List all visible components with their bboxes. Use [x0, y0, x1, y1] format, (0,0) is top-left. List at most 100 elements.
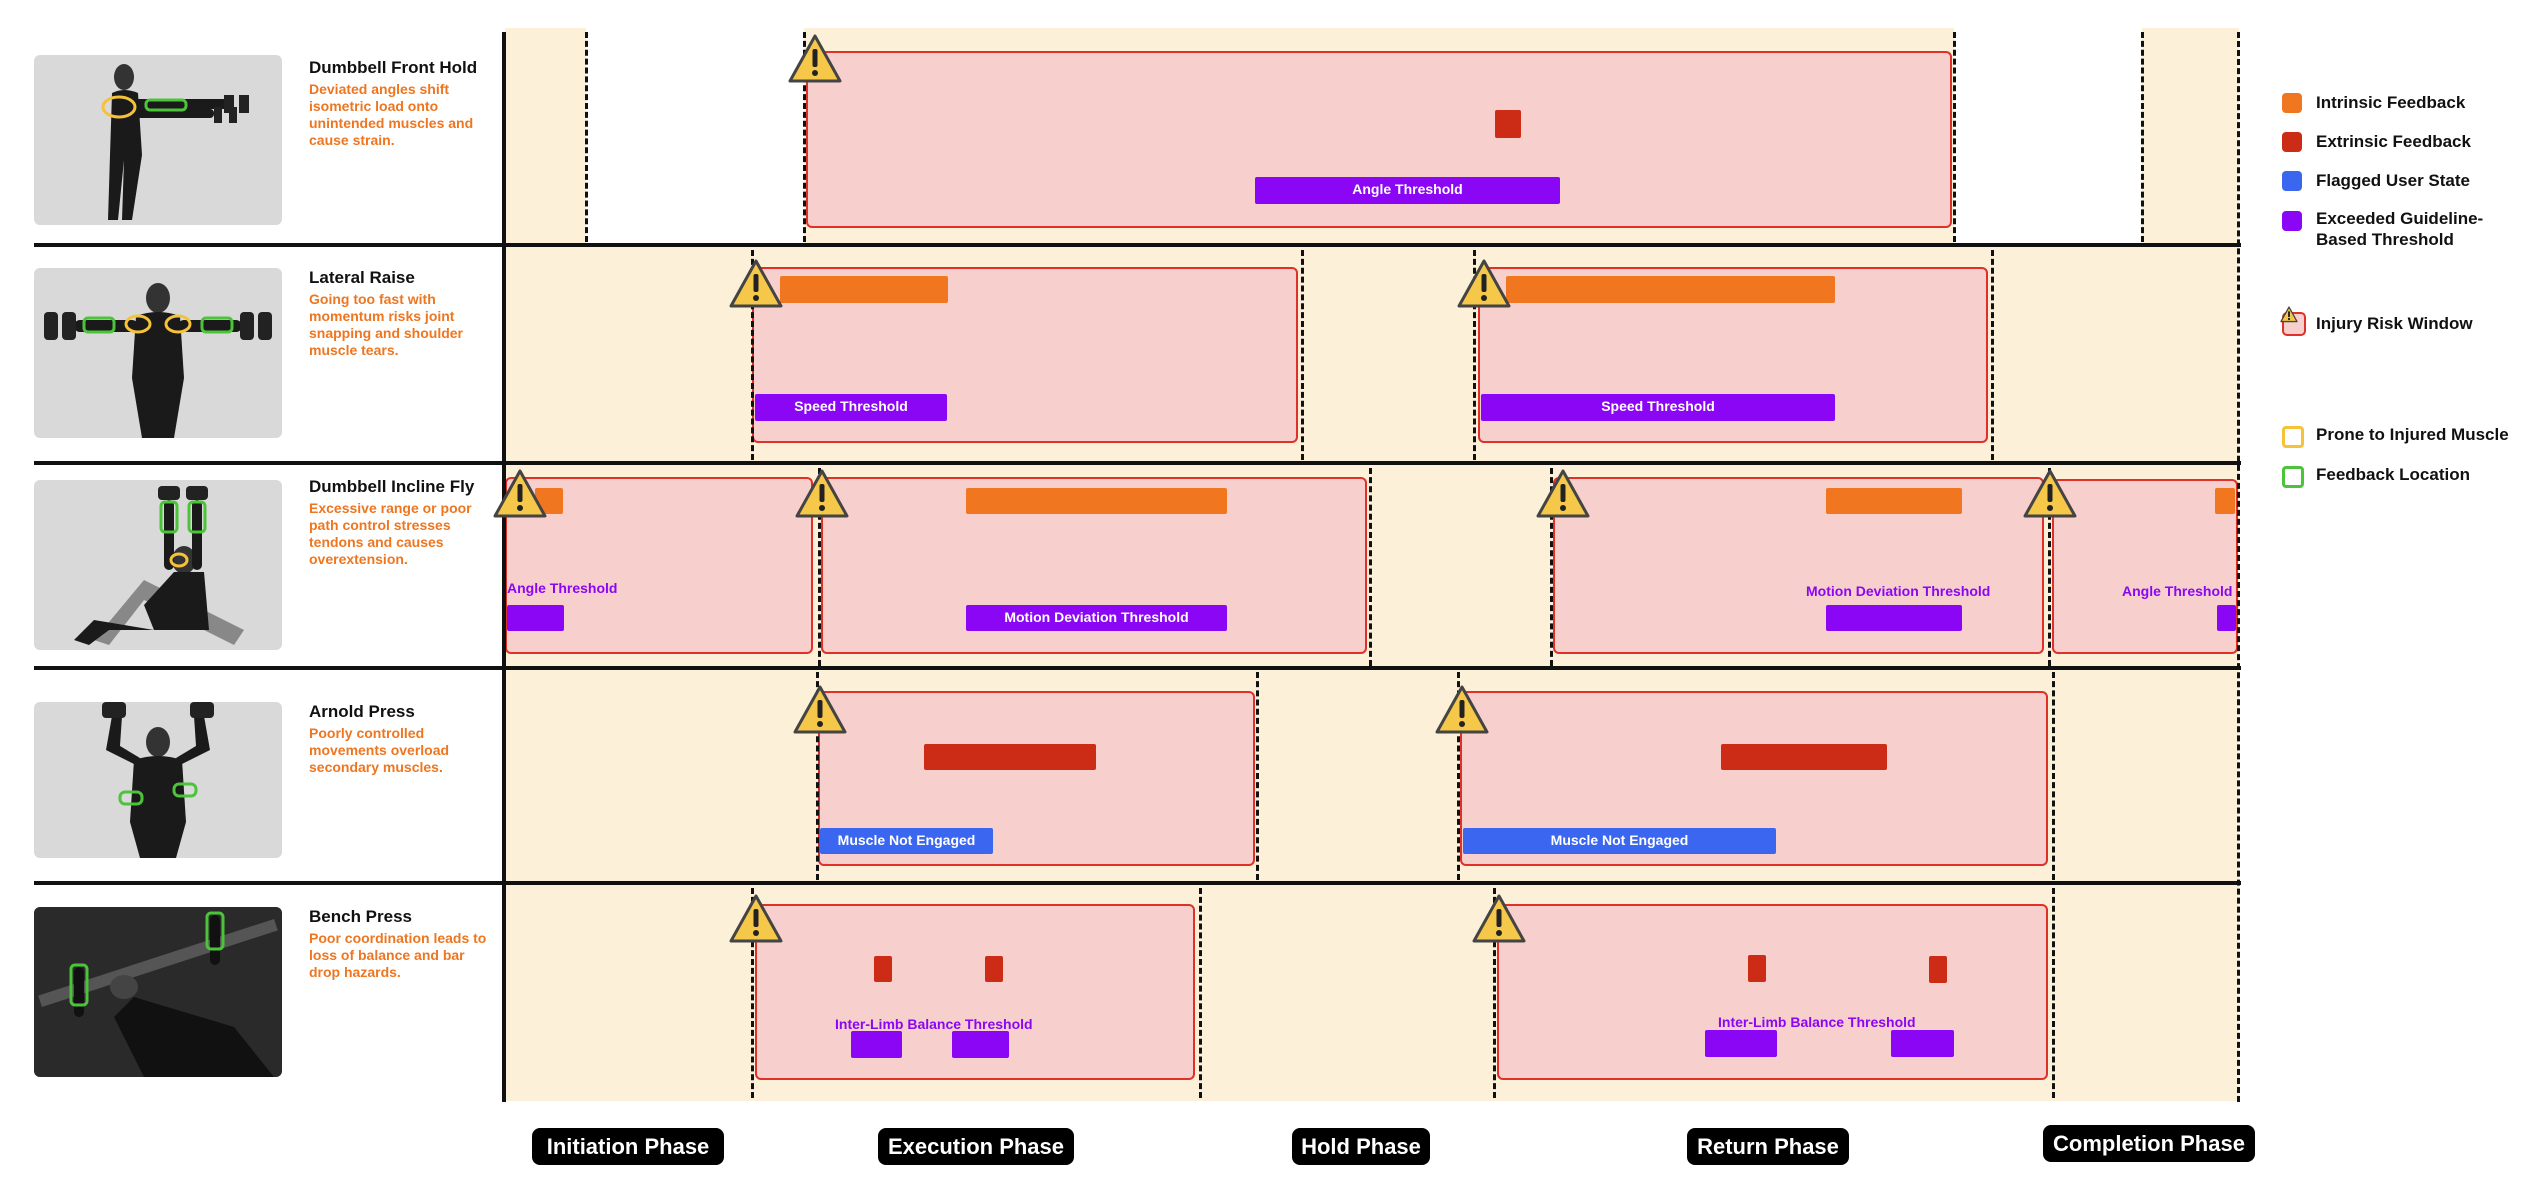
phase-label-execution: Execution Phase — [878, 1128, 1074, 1165]
phase-label-initiation: Initiation Phase — [532, 1128, 724, 1165]
exercise-thumbnail — [34, 268, 282, 438]
intrinsic-feedback-bar — [2215, 488, 2235, 514]
speed-threshold-bar — [755, 394, 947, 421]
threshold-label: Motion Deviation Threshold — [1806, 583, 1991, 599]
motion-deviation-threshold-bar — [966, 605, 1227, 631]
exercise-name: Dumbbell Front Hold — [309, 58, 478, 77]
legend-swatch-prone — [2282, 426, 2304, 448]
warning-icon — [1472, 894, 1526, 943]
warning-icon — [1536, 469, 1590, 518]
extrinsic-feedback-bar — [1748, 955, 1766, 982]
phase-boundary — [1369, 468, 1372, 666]
threshold-label: Angle Threshold — [2122, 583, 2233, 599]
legend-label: Feedback Location — [2316, 465, 2470, 484]
legend-swatch-threshold — [2282, 211, 2302, 231]
warning-icon — [793, 685, 847, 734]
warning-icon — [729, 259, 783, 308]
legend-swatch-flagged — [2282, 171, 2302, 191]
phase-boundary — [585, 32, 588, 242]
phase-boundary — [1457, 672, 1460, 880]
exercise-name: Arnold Press — [309, 702, 415, 721]
row-separator — [34, 243, 2241, 247]
legend-swatch-intrinsic — [2282, 93, 2302, 113]
exercise-name: Lateral Raise — [309, 268, 415, 287]
phase-boundary — [2052, 888, 2055, 1098]
exercise-name: Bench Press — [309, 907, 412, 926]
legend-swatch-feedback — [2282, 466, 2304, 488]
threshold-label: Inter-Limb Balance Threshold — [1718, 1014, 1916, 1030]
phase-boundary — [818, 468, 821, 666]
injury-risk-window — [2052, 479, 2238, 654]
flagged-user-state-bar — [820, 828, 993, 854]
phase-label-hold: Hold Phase — [1292, 1128, 1430, 1165]
exercise-name: Dumbbell Incline Fly — [309, 477, 475, 496]
threshold-label: Inter-Limb Balance Threshold — [835, 1016, 1033, 1032]
phase-band — [2142, 28, 2239, 245]
angle-threshold-bar — [2217, 605, 2236, 631]
phase-boundary — [803, 32, 806, 242]
extrinsic-feedback-bar — [924, 744, 1096, 770]
phase-boundary — [2141, 32, 2144, 242]
threshold-label: Motion Deviation Threshold — [1004, 609, 1189, 625]
exercise-thumbnail — [34, 907, 282, 1077]
warning-icon — [1435, 685, 1489, 734]
phase-boundary — [2237, 32, 2240, 1102]
exercise-description: Poorly controlled movements overload sec… — [309, 725, 450, 775]
phase-boundary — [1953, 32, 1956, 242]
extrinsic-feedback-bar — [1721, 744, 1887, 770]
phase-boundary — [2048, 468, 2051, 666]
row-separator — [34, 666, 2241, 670]
intrinsic-feedback-bar — [966, 488, 1227, 514]
phase-boundary — [751, 250, 754, 460]
exercise-thumbnail — [34, 702, 282, 858]
angle-threshold-bar — [507, 605, 564, 631]
warning-icon — [729, 894, 783, 943]
extrinsic-feedback-bar — [985, 956, 1003, 982]
threshold-label: Speed Threshold — [794, 398, 908, 414]
exercise-description: Going too fast with momentum risks joint… — [309, 291, 464, 358]
inter-limb-threshold-bar — [1891, 1030, 1954, 1057]
phase-boundary — [2052, 672, 2055, 880]
intrinsic-feedback-bar — [780, 276, 948, 303]
phase-boundary — [1991, 250, 1994, 460]
warning-icon — [1457, 259, 1511, 308]
extrinsic-feedback-bar — [1495, 110, 1521, 138]
flag-label: Muscle Not Engaged — [1550, 832, 1689, 848]
inter-limb-threshold-bar — [1705, 1030, 1777, 1057]
extrinsic-feedback-bar — [874, 956, 892, 982]
legend-label: Flagged User State — [2316, 171, 2470, 190]
row-separator — [34, 881, 2241, 885]
phase-boundary — [1301, 250, 1304, 460]
exercise-thumbnail — [34, 55, 282, 225]
row-separator — [34, 461, 2241, 465]
warning-icon — [788, 34, 842, 83]
phase-boundary — [1493, 888, 1496, 1098]
phase-boundary — [1199, 888, 1202, 1098]
phase-label-return: Return Phase — [1687, 1128, 1849, 1165]
exercise-thumbnail — [34, 480, 282, 650]
legend-label: Exceeded Guideline- — [2316, 209, 2484, 228]
flag-label: Muscle Not Engaged — [837, 832, 976, 848]
phase-boundary — [1550, 468, 1553, 666]
injury-risk-window — [1553, 477, 2044, 654]
inter-limb-threshold-bar — [952, 1031, 1009, 1058]
threshold-label: Speed Threshold — [1601, 398, 1715, 414]
phase-label-completion: Completion Phase — [2043, 1125, 2255, 1162]
legend-label: Prone to Injured Muscle — [2316, 425, 2509, 444]
legend-label: Intrinsic Feedback — [2316, 93, 2466, 112]
legend-label: Extrinsic Feedback — [2316, 132, 2471, 151]
legend-label: Based Threshold — [2316, 230, 2454, 249]
phase-boundary — [816, 672, 819, 880]
intrinsic-feedback-bar — [1826, 488, 1962, 514]
exercise-description: Excessive range or poor path control str… — [309, 500, 472, 567]
motion-deviation-threshold-bar — [1826, 605, 1962, 631]
inter-limb-threshold-bar — [851, 1031, 902, 1058]
timeline-axis — [502, 32, 506, 1102]
warning-icon — [2280, 306, 2298, 323]
warning-icon — [2023, 469, 2077, 518]
angle-threshold-bar — [1255, 177, 1560, 204]
legend-swatch-extrinsic — [2282, 132, 2302, 152]
phase-boundary — [1473, 250, 1476, 460]
phase-boundary — [1256, 672, 1259, 880]
speed-threshold-bar — [1481, 394, 1835, 421]
